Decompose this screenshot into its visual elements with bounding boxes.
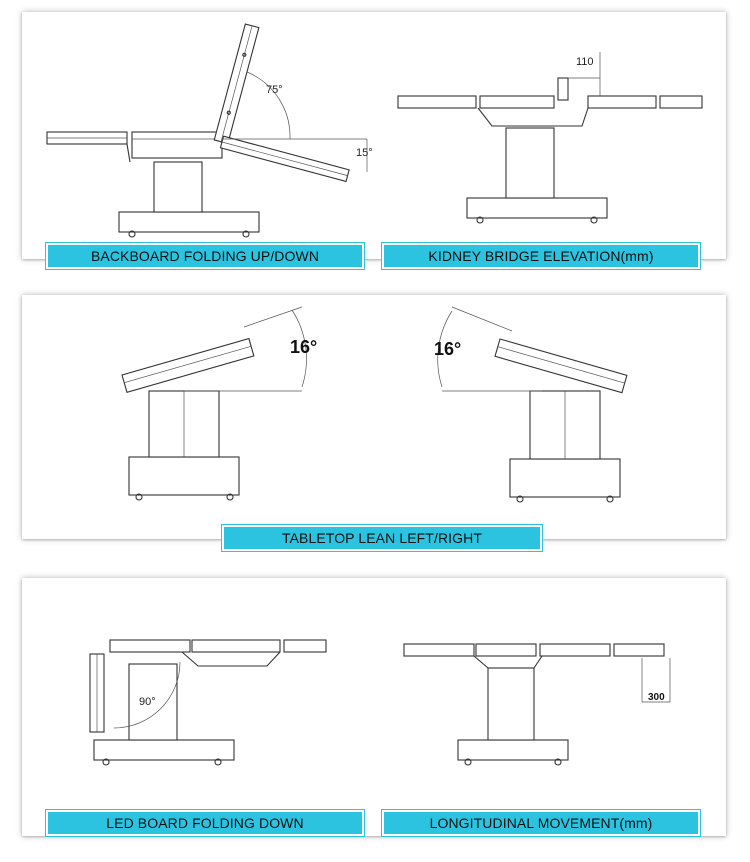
longitudinal-drawing xyxy=(403,643,671,766)
bottom-panel: 90° 300 LED BOARD FOLDING DOWN LONGITUDI… xyxy=(22,578,726,837)
angle-down-label: 15° xyxy=(356,147,373,159)
tilt-right-drawing xyxy=(437,306,628,503)
kidney-bridge-drawing xyxy=(397,52,703,224)
led-board-drawing xyxy=(89,639,327,766)
longitudinal-caption: LONGITUDINAL MOVEMENT(mm) xyxy=(381,809,701,837)
middle-diagram xyxy=(121,306,628,503)
tilt-left-drawing xyxy=(121,306,307,501)
middle-panel: 16° 16° TABLETOP LEAN LEFT/RIGHT xyxy=(22,295,726,552)
led-board-caption: LED BOARD FOLDING DOWN xyxy=(45,809,365,837)
movement-label: 300 xyxy=(648,692,665,703)
kidney-bridge-caption: KIDNEY BRIDGE ELEVATION(mm) xyxy=(381,242,701,270)
backboard-table-drawing xyxy=(46,23,368,238)
tilt-left-angle: 16° xyxy=(290,337,318,357)
bottom-diagram xyxy=(89,639,671,766)
tilt-right-angle: 16° xyxy=(434,339,462,359)
fold-angle-label: 90° xyxy=(139,696,156,708)
backboard-caption: BACKBOARD FOLDING UP/DOWN xyxy=(45,242,365,270)
top-diagram xyxy=(46,23,703,238)
top-panel: 75° 15° 110 BACKBOARD FOLDING UP/DOWN KI… xyxy=(22,12,726,270)
angle-up-label: 75° xyxy=(266,84,283,96)
tabletop-lean-caption: TABLETOP LEAN LEFT/RIGHT xyxy=(221,524,543,552)
elevation-label: 110 xyxy=(576,56,594,68)
